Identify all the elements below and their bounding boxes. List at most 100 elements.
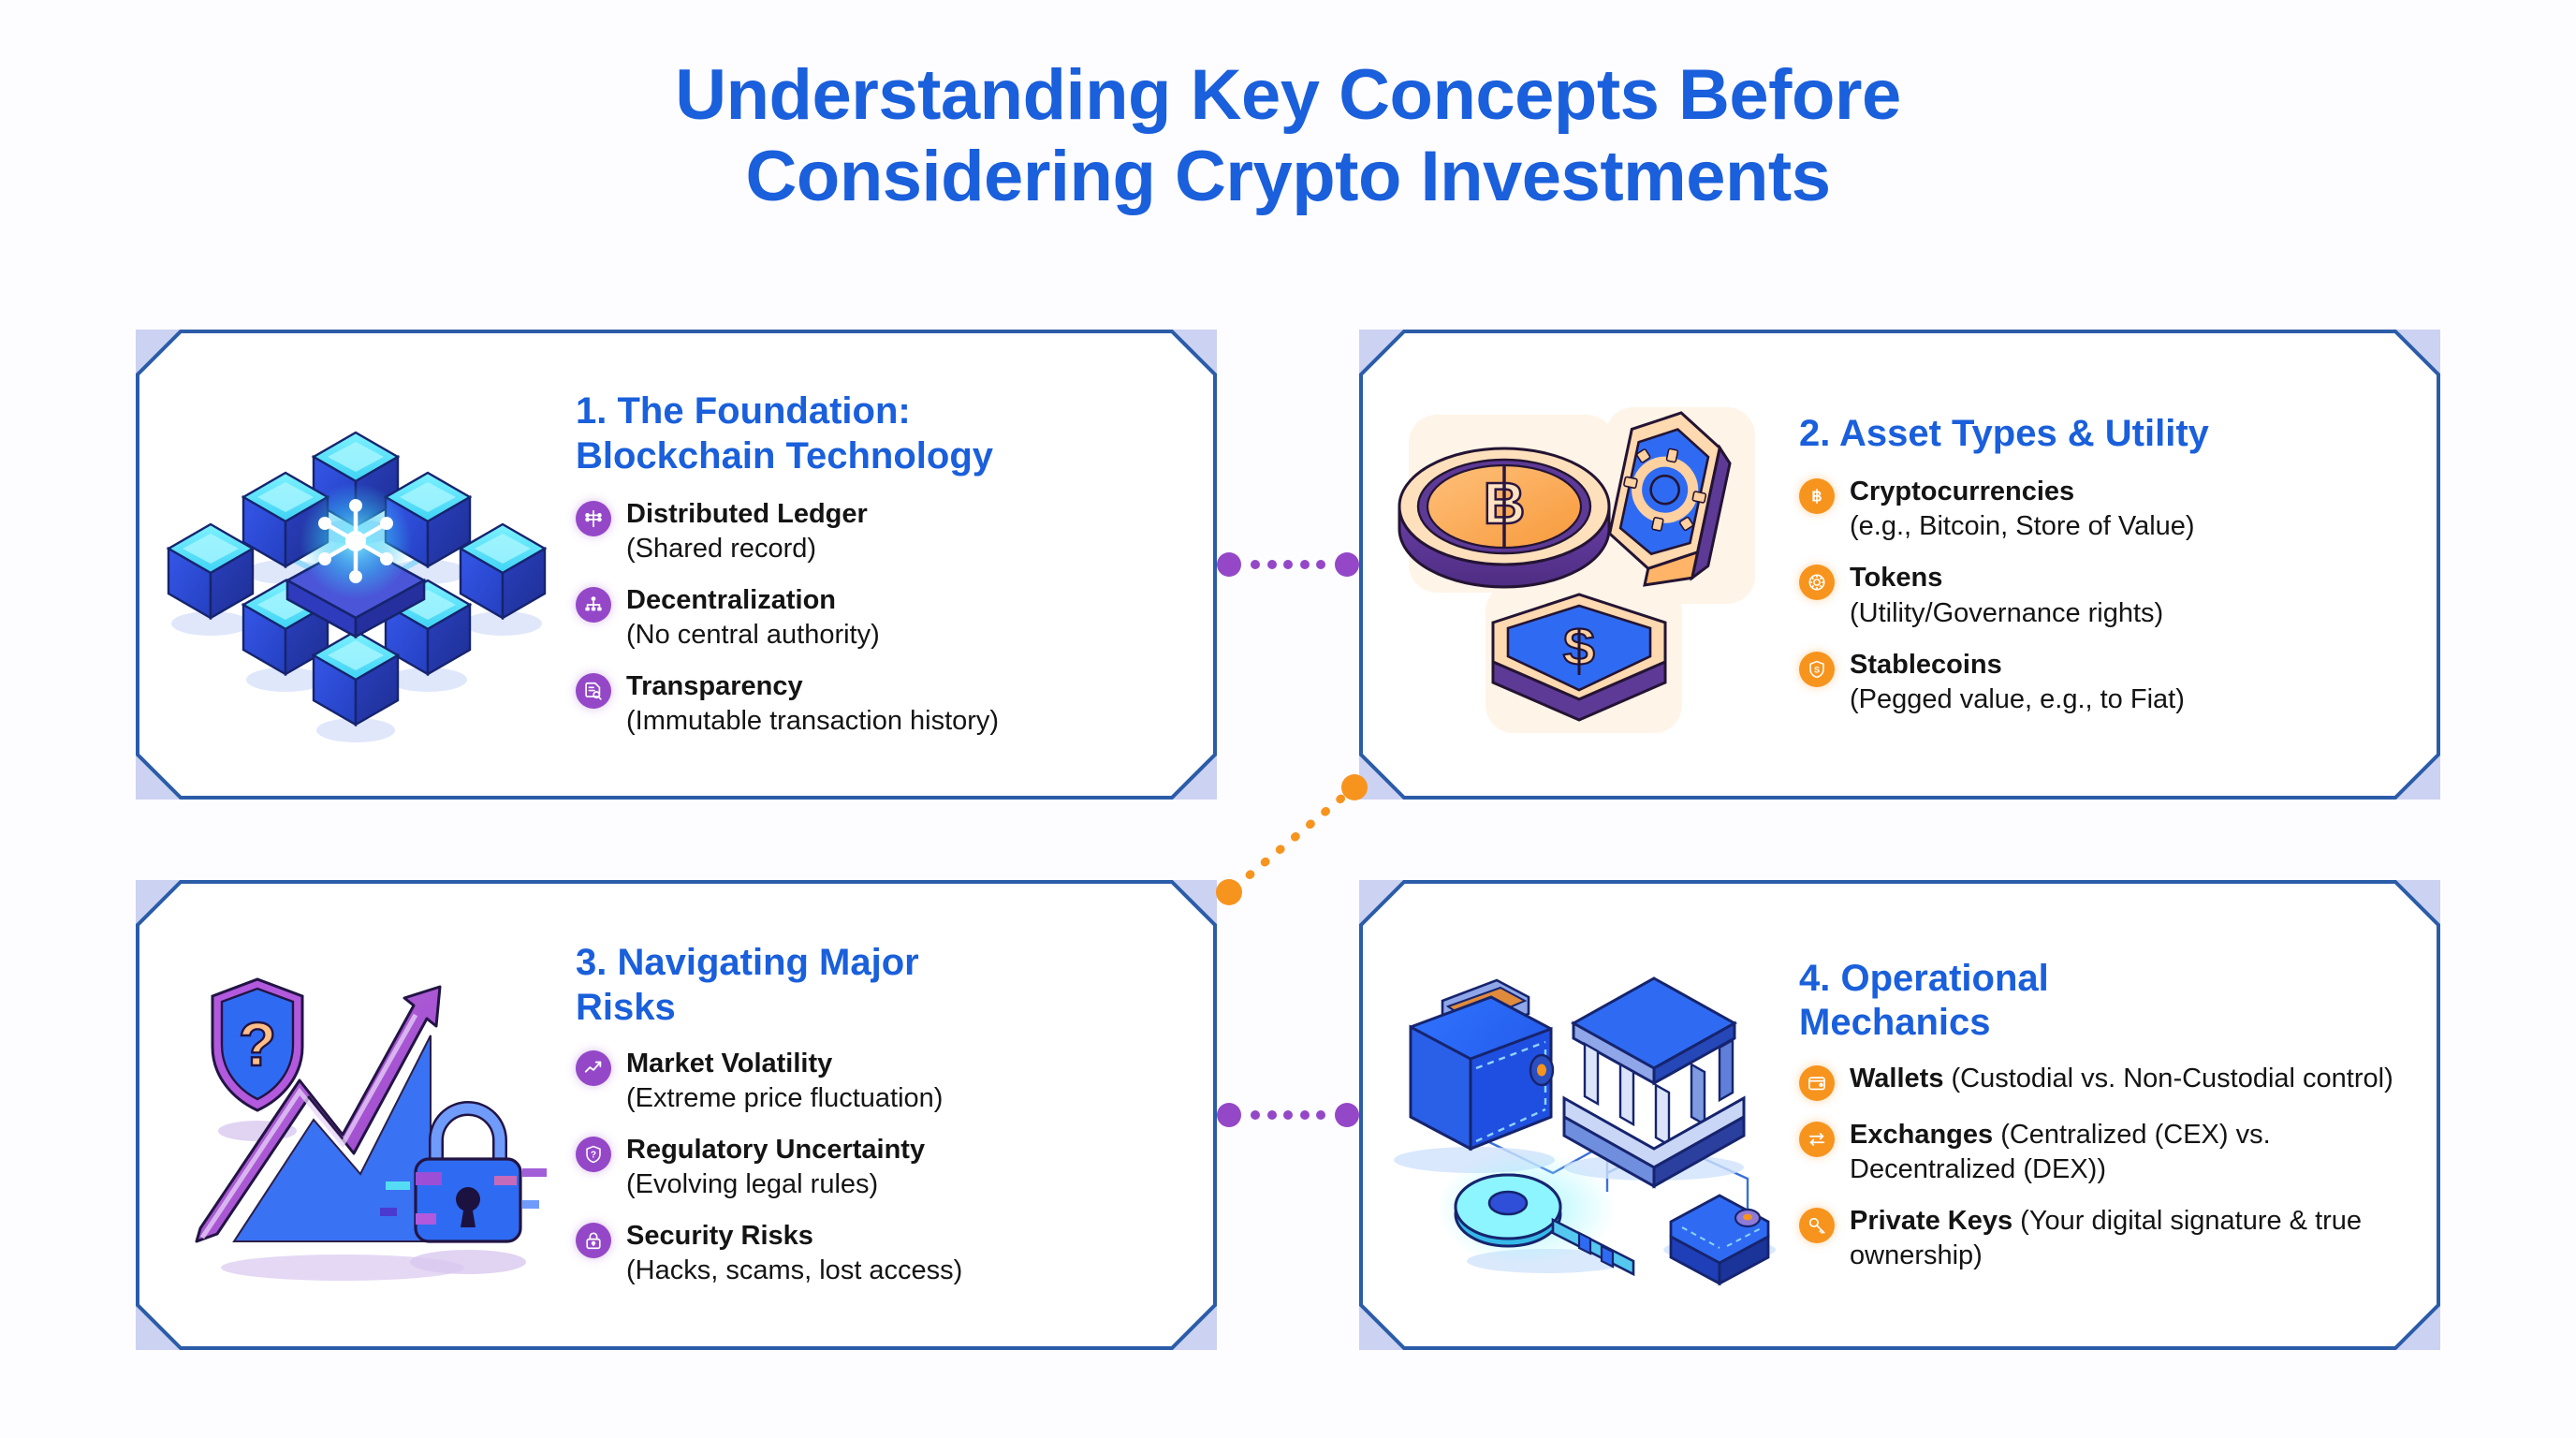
card-navigating-major-risks[interactable]: ? [136,880,1217,1350]
bullet-desc: (Evolving legal rules) [626,1169,879,1200]
bullet-list: Distributed Ledger (Shared record) [576,497,1187,740]
card-heading-line-2: Mechanics [1799,1001,1991,1043]
dollar-shield-icon: S [1799,651,1835,687]
card-asset-types-utility[interactable]: B [1359,330,2440,800]
bullet-desc: (Extreme price fluctuation) [626,1082,944,1113]
distributed-ledger-icon [576,500,611,536]
card-heading-line-1: 2. Asset Types & Utility [1799,413,2209,455]
page-title: Understanding Key Concepts Before Consid… [0,54,2576,218]
card-heading: 3. Navigating Major Risks [576,941,1187,1029]
bullet-term: Stablecoins [1850,649,2002,680]
card-heading: 4. Operational Mechanics [1799,957,2410,1045]
question-shield-icon: ? [576,1137,611,1173]
trend-chart-icon [576,1049,611,1086]
bullet-term: Distributed Ledger [626,498,868,529]
card-content: 2. Asset Types & Utility B Cryptocurrenc… [1799,412,2440,717]
card-corner-accent [1168,880,1217,929]
page-title-line-1: Understanding Key Concepts Before [675,55,1901,135]
card-corner-accent [2392,1301,2440,1350]
svg-text:?: ? [591,1151,596,1161]
bullet-term: Regulatory Uncertainty [626,1135,926,1166]
card-heading-line-2: Risks [576,986,676,1028]
bullet-text: Stablecoins (Pegged value, e.g., to Fiat… [1850,648,2185,717]
card-content: 1. The Foundation: Blockchain Technology [576,389,1217,739]
bullet-text: Transparency (Immutable transaction hist… [626,669,999,739]
connector-card3-to-card4 [1217,1103,1359,1127]
bullet-item[interactable]: ? Regulatory Uncertainty (Evolving legal… [576,1133,1187,1202]
bullet-text: Wallets (Custodial vs. Non-Custodial con… [1850,1062,2393,1096]
bullet-item[interactable]: Private Keys (Your digital signature & t… [1799,1204,2410,1273]
bullet-item[interactable]: Security Risks (Hacks, scams, lost acces… [576,1219,1187,1288]
card-corner-accent [2392,330,2440,378]
connector-node [1217,1103,1241,1127]
bullet-item[interactable]: Wallets (Custodial vs. Non-Custodial con… [1799,1062,2410,1101]
bullet-desc: (Utility/Governance rights) [1850,597,2164,628]
key-icon [1799,1208,1835,1244]
wallet-icon [1799,1064,1835,1101]
svg-text:S: S [1814,665,1820,674]
exchange-arrows-icon [1799,1121,1835,1157]
card-content: 3. Navigating Major Risks Market Volatil… [576,941,1217,1288]
bullet-text: Private Keys (Your digital signature & t… [1850,1204,2410,1273]
bullet-item[interactable]: Exchanges (Centralized (CEX) vs. Decentr… [1799,1118,2410,1187]
card-corner-accent [1168,1301,1217,1350]
bullet-term: Cryptocurrencies [1850,477,2075,507]
bullet-item[interactable]: Tokens (Utility/Governance rights) [1799,561,2410,630]
connector-card2-to-card3 [1212,770,1371,910]
bullet-desc: (Hacks, scams, lost access) [626,1255,963,1286]
bullet-text: Cryptocurrencies (e.g., Bitcoin, Store o… [1850,475,2195,544]
bullet-term: Wallets [1850,1063,1944,1093]
crypto-coins-illustration: B [1359,330,1799,800]
bullet-desc: (No central authority) [626,620,880,651]
risk-illustration: ? [136,880,576,1350]
page-title-line-2: Considering Crypto Investments [745,137,1831,217]
card-content: 4. Operational Mechanics Wallets (Custod… [1799,957,2440,1274]
connector-dots [1251,560,1325,569]
card-heading-line-2: Blockchain Technology [576,434,993,477]
svg-text:?: ? [239,1009,276,1078]
bullet-text: Regulatory Uncertainty (Evolving legal r… [626,1133,925,1202]
bullet-text: Distributed Ledger (Shared record) [626,497,868,566]
connector-dots [1251,1110,1325,1120]
card-heading: 2. Asset Types & Utility [1799,412,2410,456]
bullet-text: Decentralization (No central authority) [626,583,880,653]
card-operational-mechanics[interactable]: 4. Operational Mechanics Wallets (Custod… [1359,880,2440,1350]
bullet-desc: (Shared record) [626,533,817,564]
card-corner-accent [2392,751,2440,800]
bullet-item[interactable]: Decentralization (No central authority) [576,583,1187,653]
blockchain-network-illustration [136,330,576,800]
bullet-list: B Cryptocurrencies (e.g., Bitcoin, Store… [1799,475,2410,717]
bullet-text: Security Risks (Hacks, scams, lost acces… [626,1219,962,1288]
card-heading: 1. The Foundation: Blockchain Technology [576,389,1187,477]
hierarchy-network-icon [576,587,611,624]
connector-diagonal-line [1216,774,1368,905]
card-grid: 1. The Foundation: Blockchain Technology [136,330,2440,1350]
bullet-text: Exchanges (Centralized (CEX) vs. Decentr… [1850,1118,2410,1187]
bullet-term: Security Risks [626,1221,813,1252]
bullet-item[interactable]: Market Volatility (Extreme price fluctua… [576,1047,1187,1116]
bullet-item[interactable]: Transparency (Immutable transaction hist… [576,669,1187,739]
bullet-term: Private Keys [1850,1206,2013,1237]
connector-node [1217,552,1241,577]
bullet-item[interactable]: S Stablecoins (Pegged value, e.g., to Fi… [1799,648,2410,717]
padlock-icon [576,1223,611,1259]
card-corner-accent [1168,330,1217,378]
document-search-icon [576,673,611,710]
token-gear-icon [1799,565,1835,601]
bullet-term: Tokens [1850,563,1943,594]
bullet-list: Wallets (Custodial vs. Non-Custodial con… [1799,1062,2410,1273]
card-heading-line-1: 1. The Foundation: [576,390,911,433]
card-foundation-blockchain[interactable]: 1. The Foundation: Blockchain Technology [136,330,1217,800]
wallet-bank-key-illustration [1359,880,1799,1350]
bullet-desc: (e.g., Bitcoin, Store of Value) [1850,511,2195,542]
bullet-desc: (Immutable transaction history) [626,706,1000,737]
bullet-term: Decentralization [626,585,836,616]
bitcoin-icon: B [1799,478,1835,515]
card-heading-line-1: 3. Navigating Major [576,942,919,984]
connector-node [1335,1103,1359,1127]
bullet-item[interactable]: B Cryptocurrencies (e.g., Bitcoin, Store… [1799,475,2410,544]
bullet-item[interactable]: Distributed Ledger (Shared record) [576,497,1187,566]
bullet-term: Market Volatility [626,1048,833,1078]
card-corner-accent [1168,751,1217,800]
card-corner-accent [2392,880,2440,929]
